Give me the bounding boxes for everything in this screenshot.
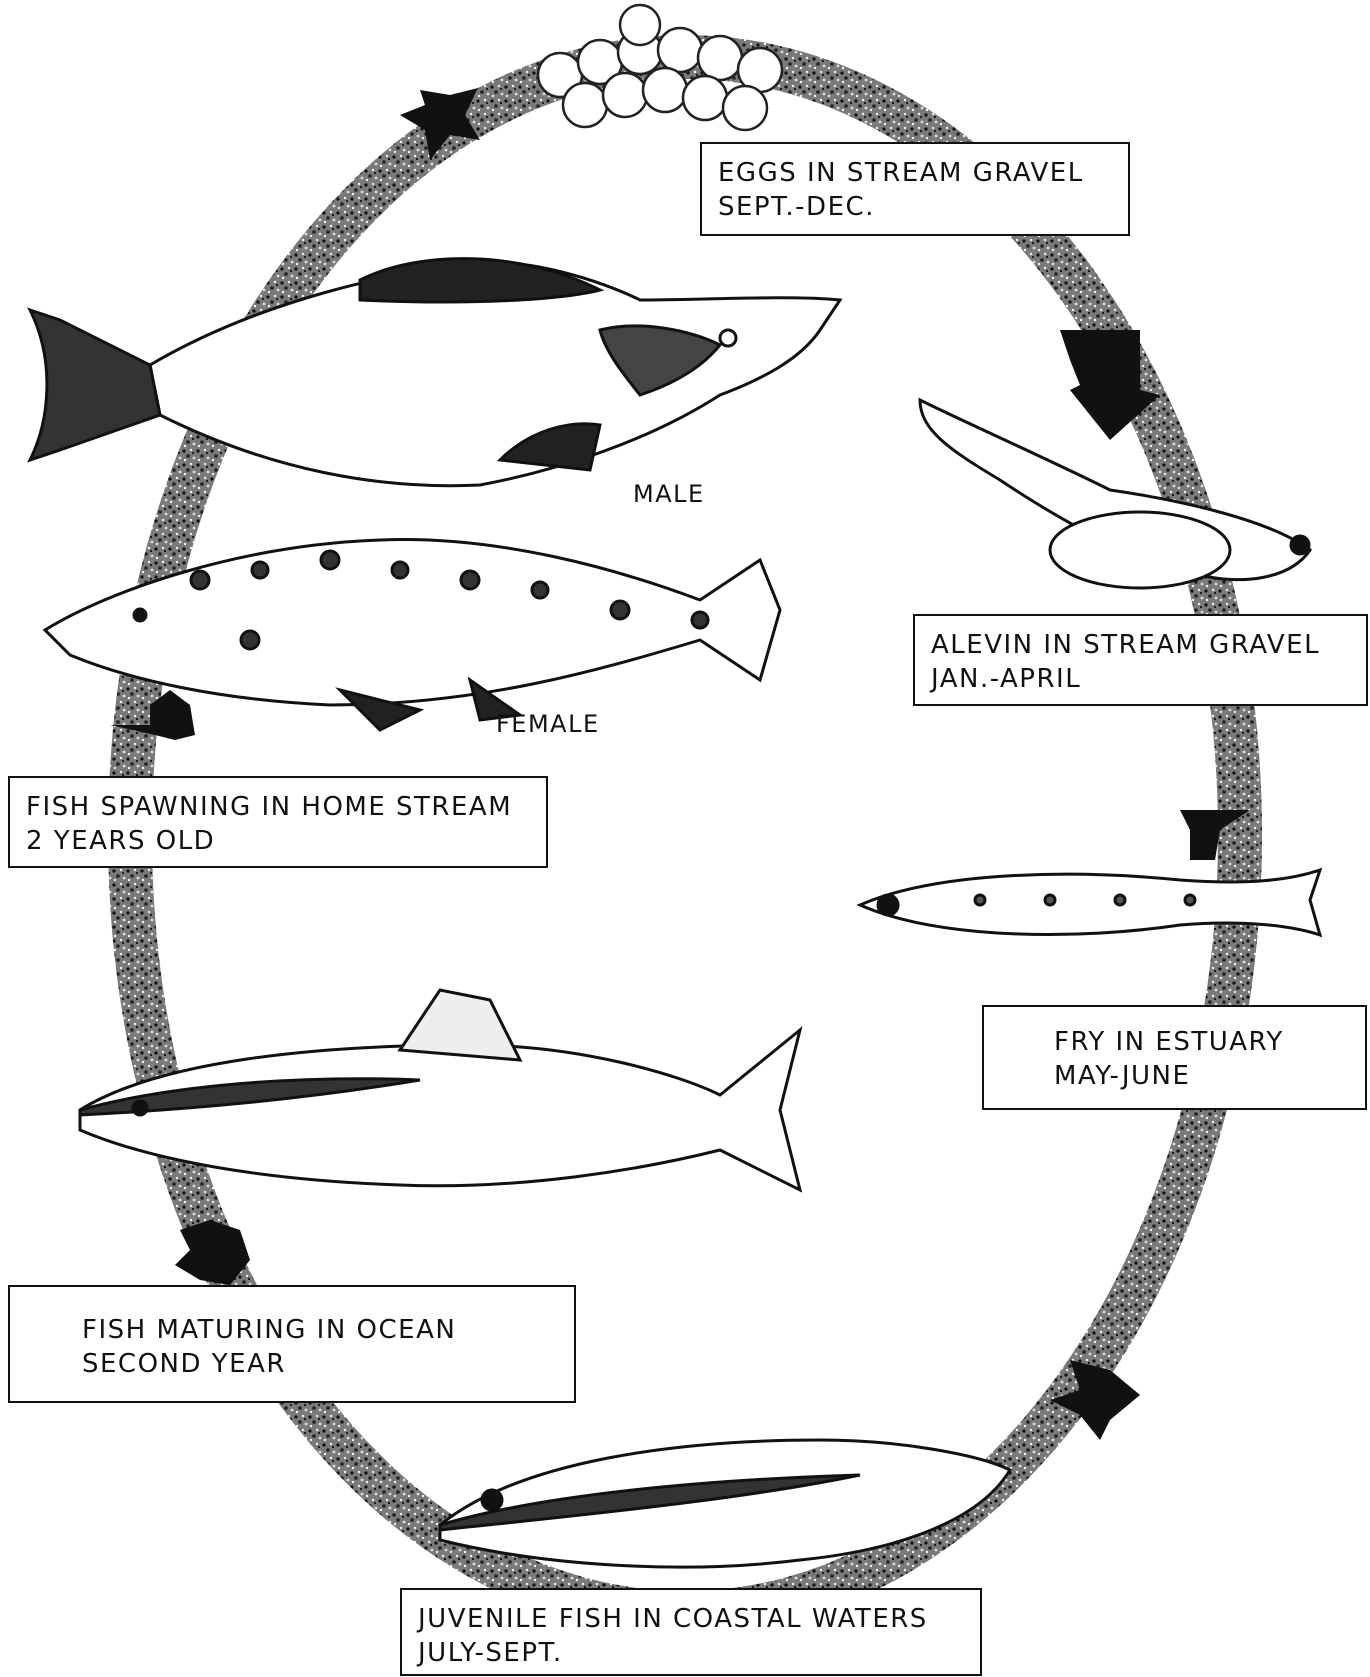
stage-title: FISH SPAWNING IN HOME STREAM (26, 790, 530, 824)
stage-period: JULY-SEPT. (418, 1636, 964, 1670)
male-salmon-illustration (30, 259, 840, 486)
eggs-illustration (538, 5, 782, 130)
female-label: FEMALE (496, 710, 600, 738)
stage-period: MAY-JUNE (1054, 1059, 1349, 1093)
stage-title: EGGS IN STREAM GRAVEL (718, 156, 1112, 190)
stage-title: JUVENILE FISH IN COASTAL WATERS (418, 1602, 964, 1636)
stage-period: SECOND YEAR (82, 1347, 558, 1381)
stage-period: JAN.-APRIL (931, 662, 1350, 696)
stage-eggs: EGGS IN STREAM GRAVEL SEPT.-DEC. (700, 142, 1130, 236)
stage-title: ALEVIN IN STREAM GRAVEL (931, 628, 1350, 662)
stage-juvenile: JUVENILE FISH IN COASTAL WATERS JULY-SEP… (400, 1588, 982, 1676)
stage-title: FRY IN ESTUARY (1054, 1025, 1349, 1059)
stage-title: FISH MATURING IN OCEAN (82, 1313, 558, 1347)
male-label: MALE (633, 480, 705, 508)
stage-maturing: FISH MATURING IN OCEAN SECOND YEAR (8, 1285, 576, 1403)
stage-fry: FRY IN ESTUARY MAY-JUNE (982, 1005, 1367, 1110)
stage-period: 2 YEARS OLD (26, 824, 530, 858)
stage-alevin: ALEVIN IN STREAM GRAVEL JAN.-APRIL (913, 614, 1368, 706)
ocean-fish-illustration (80, 990, 800, 1190)
stage-period: SEPT.-DEC. (718, 190, 1112, 224)
stage-spawning: FISH SPAWNING IN HOME STREAM 2 YEARS OLD (8, 776, 548, 868)
